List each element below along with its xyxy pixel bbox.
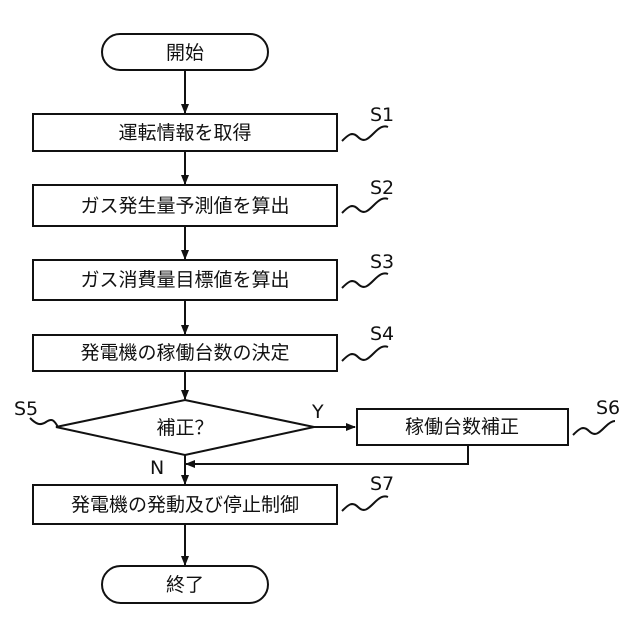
branch-no-label: N — [150, 457, 164, 479]
step-s2-box: ガス発生量予測値を算出 — [33, 185, 337, 226]
step-s2-id: S2 — [370, 177, 394, 199]
step-s2-leader — [342, 198, 388, 213]
step-s6-id: S6 — [596, 397, 620, 419]
step-s3-id: S3 — [370, 251, 394, 273]
step-s2-text: ガス発生量予測値を算出 — [80, 195, 289, 217]
decision-s5-diamond: 補正？ — [56, 400, 314, 455]
decision-s5-id: S5 — [14, 398, 38, 420]
end-terminal: 終了 — [102, 566, 268, 603]
step-s1-id: S1 — [370, 104, 394, 126]
step-s6-text: 稼働台数補正 — [405, 416, 519, 438]
step-s4-text: 発電機の稼働台数の決定 — [80, 342, 289, 364]
start-terminal: 開始 — [102, 34, 268, 70]
step-s3-text: ガス消費量目標値を算出 — [80, 269, 289, 291]
branch-yes-label: Y — [311, 401, 324, 423]
end-label: 終了 — [166, 574, 204, 596]
connector-s6-merge — [186, 445, 468, 464]
step-s3-box: ガス消費量目標値を算出 — [33, 260, 337, 300]
step-s4-id: S4 — [370, 323, 394, 345]
step-s7-text: 発電機の発動及び停止制御 — [71, 494, 299, 516]
step-s1-text: 運転情報を取得 — [118, 122, 251, 144]
step-s6-leader — [573, 421, 615, 435]
step-s3-leader — [342, 273, 388, 288]
step-s7-leader — [342, 496, 388, 511]
step-s4-box: 発電機の稼働台数の決定 — [33, 335, 337, 371]
decision-s5-text: 補正？ — [156, 417, 213, 439]
step-s1-leader — [342, 126, 388, 141]
step-s4-leader — [342, 346, 388, 361]
step-s1-box: 運転情報を取得 — [33, 114, 337, 151]
start-label: 開始 — [166, 42, 204, 64]
step-s6-box: 稼働台数補正 — [357, 409, 568, 445]
step-s7-id: S7 — [370, 473, 394, 495]
step-s7-box: 発電機の発動及び停止制御 — [33, 485, 337, 524]
